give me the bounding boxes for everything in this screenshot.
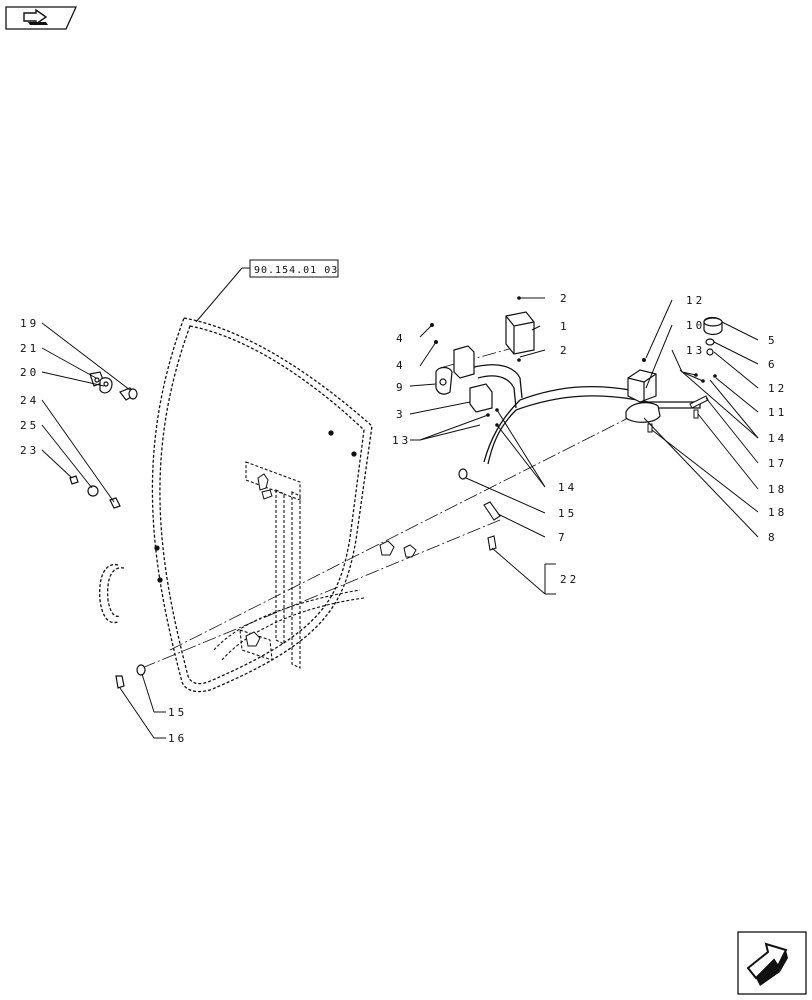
callout-19[interactable]: 19 [20,317,39,330]
callout-2b[interactable]: 2 [560,344,570,357]
callout-22[interactable]: 22 [560,573,579,586]
callout-12b[interactable]: 12 [768,382,787,395]
gas-strut [469,364,701,465]
callout-20[interactable]: 20 [20,366,39,379]
callout-23[interactable]: 23 [20,444,39,457]
callout-15a[interactable]: 15 [558,507,577,520]
callout-3[interactable]: 3 [396,408,406,421]
callout-13b[interactable]: 13 [686,344,705,357]
callout-9[interactable]: 9 [396,381,406,394]
callout-24[interactable]: 24 [20,394,39,407]
strut-bracket [627,369,657,403]
callout-10[interactable]: 10 [686,319,705,332]
door-hinge-frame [213,461,365,669]
reference-leader [195,267,243,323]
callout-15b[interactable]: 15 [168,706,187,719]
leader-lines [41,297,759,739]
axis-lines [141,345,641,669]
callout-7[interactable]: 7 [558,531,568,544]
reference-label: 90.154.01 03 [254,265,338,276]
callout-labels: 1 2 2 3 4 4 5 6 7 8 9 10 11 12 12 13 13 … [20,292,787,745]
reference-box[interactable]: 90.154.01 03 [242,259,339,278]
callout-18a[interactable]: 18 [768,483,787,496]
callout-18b[interactable]: 18 [768,506,787,519]
next-page-icon[interactable] [737,931,807,995]
callout-21[interactable]: 21 [20,342,39,355]
callout-25[interactable]: 25 [20,419,39,432]
callout-14a[interactable]: 14 [558,481,577,494]
callout-1[interactable]: 1 [560,320,570,333]
callout-17[interactable]: 17 [768,457,787,470]
hinge-cover-part [505,311,535,355]
callout-12a[interactable]: 12 [686,294,705,307]
callout-2a[interactable]: 2 [560,292,570,305]
callout-4a[interactable]: 4 [396,332,406,345]
knob-part [703,316,723,356]
callout-4b[interactable]: 4 [396,359,406,372]
callout-8[interactable]: 8 [768,531,778,544]
washer-15 [458,468,468,480]
callout-16[interactable]: 16 [168,732,187,745]
latch-parts [69,371,146,689]
callout-11[interactable]: 11 [768,406,787,419]
callout-13a[interactable]: 13 [392,434,411,447]
callout-6[interactable]: 6 [768,358,778,371]
door-panel [151,317,373,693]
previous-page-icon[interactable] [5,6,78,30]
ball-socket [625,402,661,423]
callout-14b[interactable]: 14 [768,432,787,445]
callout-5[interactable]: 5 [768,334,778,347]
hinge-brackets [245,473,417,647]
hinge-block [435,345,493,413]
bolt-7 [483,501,501,551]
door-handle [99,563,125,624]
